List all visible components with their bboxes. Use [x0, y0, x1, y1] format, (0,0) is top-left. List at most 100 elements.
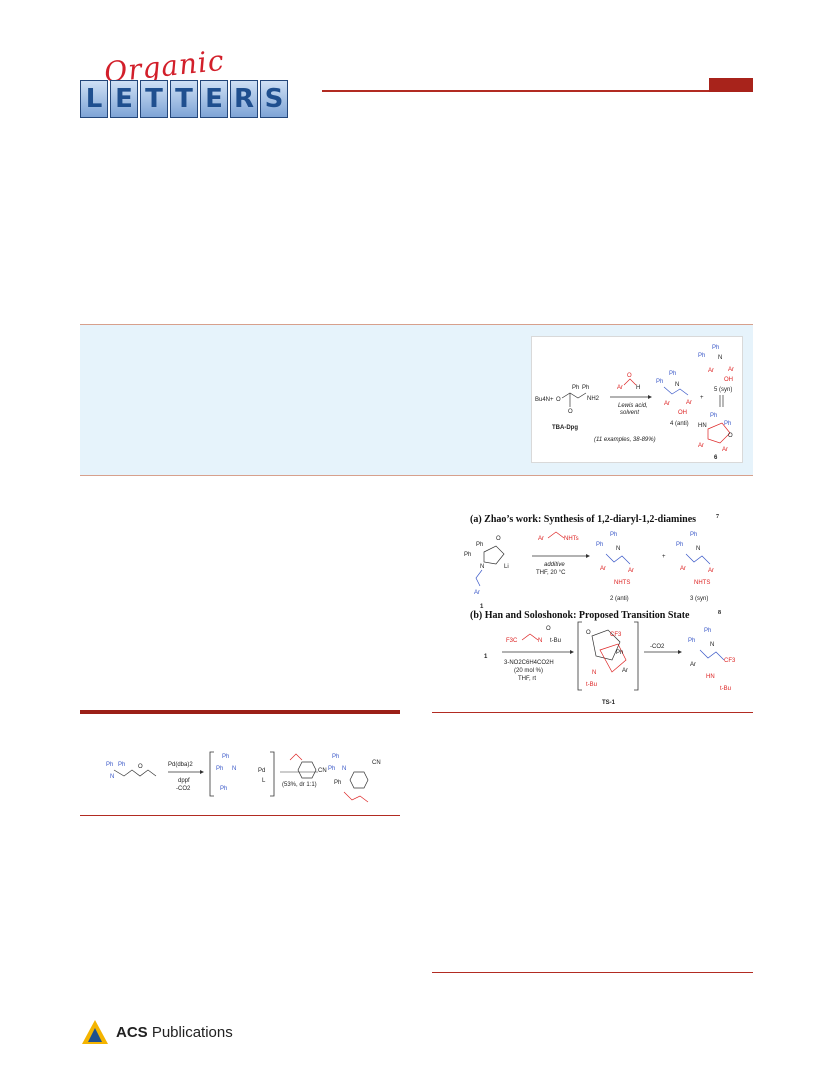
svg-text:Ar: Ar [664, 401, 670, 407]
logo-letter: T [140, 80, 168, 118]
svg-text:N: N [710, 642, 714, 648]
svg-text:CN: CN [318, 768, 327, 774]
toc-scope: (11 examples, 38-89%) [594, 437, 656, 443]
acs-publications-text: ACS Publications [116, 1023, 233, 1041]
svg-text:N: N [480, 564, 484, 570]
scheme-b-cond-1: 3-NO2C6H4CO2H [504, 660, 554, 666]
scheme-a-reactant: 1 [480, 604, 484, 610]
scheme-c-cat-3: -CO2 [176, 786, 191, 792]
logo-letter: T [170, 80, 198, 118]
svg-text:Ar: Ar [708, 368, 714, 374]
svg-text:NHTS: NHTS [614, 580, 630, 586]
toc-reagent-label: TBA-Dpg [552, 425, 578, 431]
svg-text:Ph: Ph [220, 786, 227, 792]
svg-text:Ar: Ar [600, 566, 606, 572]
svg-text:NHTs: NHTs [564, 536, 579, 542]
svg-text:Ph: Ph [582, 385, 589, 391]
svg-text:t-Bu: t-Bu [550, 638, 561, 644]
header-rule [322, 90, 752, 92]
svg-text:Ar: Ar [690, 662, 696, 668]
svg-text:N: N [675, 382, 679, 388]
logo-letter: E [110, 80, 138, 118]
svg-text:Ph: Ph [610, 532, 617, 538]
svg-text:t-Bu: t-Bu [720, 686, 731, 692]
svg-text:CN: CN [372, 760, 381, 766]
scheme-c-yield: (53%, dr 1:1) [282, 782, 317, 788]
svg-text:Ph: Ph [106, 762, 113, 768]
scheme-right: (a) Zhao’s work: Synthesis of 1,2-diaryl… [464, 514, 736, 706]
header-tab [709, 78, 753, 92]
toc-scheme: Bu4N+ O O Ph Ph NH2 TBA-Dpg Ar H O Lewis… [535, 345, 734, 461]
svg-text:Pd: Pd [258, 768, 265, 774]
svg-text:Ph: Ph [710, 413, 717, 419]
scheme-b-title: (b) Han and Soloshonok: Proposed Transit… [470, 610, 690, 621]
scheme-a-conditions: THF, 20 °C [536, 570, 566, 576]
svg-text:Ph: Ph [724, 421, 731, 427]
svg-text:Ph: Ph [656, 379, 663, 385]
scheme-b-reactant: 1 [484, 654, 488, 660]
logo-letter: S [260, 80, 288, 118]
scheme-a-additive: additive [544, 562, 565, 568]
svg-text:Ph: Ph [688, 638, 695, 644]
svg-text:+: + [700, 395, 704, 401]
scheme-left-rule [80, 815, 400, 816]
scheme-left: Ph Ph N O Pd(dba)2 dppf -CO2 Ph Ph N Ph … [106, 751, 381, 803]
svg-text:OH: OH [678, 410, 687, 416]
scheme-c-cat-2: dppf [178, 778, 190, 784]
section-rule-thick [80, 710, 400, 714]
toc-product-4: 4 (anti) [670, 421, 689, 427]
svg-text:N: N [592, 670, 596, 676]
svg-text:Ar: Ar [622, 668, 628, 674]
svg-text:Ph: Ph [118, 762, 125, 768]
svg-text:HN: HN [698, 423, 707, 429]
svg-text:Ar: Ar [728, 367, 734, 373]
svg-text:O: O [586, 630, 591, 636]
journal-logo: L E T T E R S [80, 80, 288, 118]
svg-text:Ar: Ar [708, 568, 714, 574]
acs-logo-icon [82, 1020, 108, 1044]
svg-text:Ph: Ph [669, 371, 676, 377]
toc-conditions-2: solvent [620, 410, 639, 416]
scheme-rule-bottom [432, 712, 753, 713]
svg-text:Ar: Ar [474, 590, 480, 596]
svg-text:7: 7 [716, 514, 719, 520]
svg-text:O: O [138, 764, 143, 770]
svg-text:F3C: F3C [506, 638, 518, 644]
toc-conditions-1: Lewis acid, [618, 403, 648, 409]
svg-text:Li: Li [504, 564, 509, 570]
svg-text:8: 8 [718, 610, 721, 616]
svg-text:NH2: NH2 [587, 396, 600, 402]
scheme-a-product-2: 2 (anti) [610, 596, 629, 602]
svg-text:N: N [696, 546, 700, 552]
svg-text:Ph: Ph [712, 345, 719, 351]
svg-text:N: N [110, 774, 114, 780]
svg-text:Ph: Ph [676, 542, 683, 548]
svg-text:N: N [342, 766, 346, 772]
scheme-b-ts: TS-1 [602, 700, 616, 706]
svg-text:Ar: Ar [686, 400, 692, 406]
svg-text:Ph: Ph [690, 532, 697, 538]
scheme-c-cat-1: Pd(dba)2 [168, 762, 193, 768]
svg-text:OH: OH [724, 377, 733, 383]
svg-text:O: O [546, 626, 551, 632]
svg-text:t-Bu: t-Bu [586, 682, 597, 688]
svg-text:Ar: Ar [617, 385, 623, 391]
logo-letter: L [80, 80, 108, 118]
svg-text:Ar: Ar [722, 447, 728, 453]
svg-text:O: O [627, 373, 632, 379]
svg-text:Ar: Ar [628, 568, 634, 574]
scheme-a-title: (a) Zhao’s work: Synthesis of 1,2-diaryl… [470, 514, 696, 525]
svg-text:O: O [568, 409, 573, 415]
svg-text:Ar: Ar [538, 536, 544, 542]
svg-text:Ph: Ph [572, 385, 579, 391]
svg-text:H: H [636, 385, 640, 391]
svg-text:Ph: Ph [596, 542, 603, 548]
svg-text:N: N [616, 546, 620, 552]
svg-text:O: O [496, 536, 501, 542]
svg-text:Ph: Ph [464, 552, 471, 558]
svg-text:N: N [232, 766, 236, 772]
column-end-rule [432, 972, 753, 973]
svg-text:L: L [262, 778, 266, 784]
svg-text:Ph: Ph [222, 754, 229, 760]
svg-text:Ph: Ph [616, 650, 623, 656]
